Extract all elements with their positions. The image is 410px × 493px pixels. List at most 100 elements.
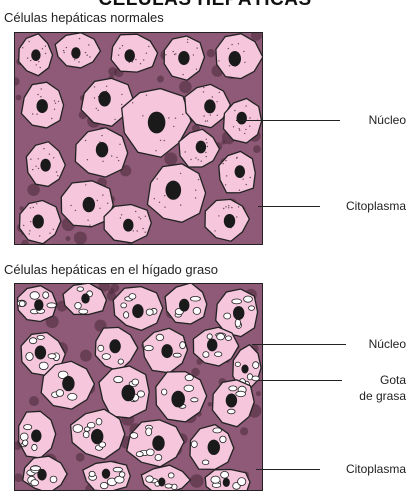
cytoplasm-granule bbox=[164, 207, 165, 208]
cell-nucleus bbox=[204, 99, 215, 113]
cytoplasm-granule bbox=[135, 59, 136, 60]
cytoplasm-granule bbox=[180, 204, 181, 205]
fat-droplet bbox=[47, 303, 56, 308]
cytoplasm-granule bbox=[238, 206, 239, 207]
cell-nucleus bbox=[122, 385, 136, 402]
nucleus-label-normal: Núcleo bbox=[369, 113, 406, 127]
cytoplasm-granule bbox=[196, 69, 197, 70]
fat-droplet bbox=[235, 319, 240, 327]
cytoplasm-granule bbox=[197, 47, 198, 48]
cytoplasm-granule bbox=[85, 52, 86, 53]
cytoplasm-granule bbox=[233, 126, 234, 127]
cytoplasm-granule bbox=[38, 158, 39, 159]
fat-droplet bbox=[226, 336, 232, 341]
cytoplasm-granule bbox=[225, 184, 226, 185]
cell-nucleus bbox=[109, 339, 120, 353]
cytoplasm-granule bbox=[94, 97, 95, 98]
cytoplasm-granule bbox=[116, 157, 117, 158]
cell-nucleus bbox=[223, 478, 230, 487]
fat-droplet bbox=[235, 362, 240, 366]
cell-nucleus bbox=[33, 215, 44, 229]
cytoplasm-granule bbox=[87, 159, 88, 160]
fat-droplet bbox=[146, 309, 153, 315]
cell-nucleus bbox=[81, 293, 89, 303]
cytoplasm-granule bbox=[49, 154, 50, 155]
cytoplasm-granule bbox=[201, 161, 202, 162]
cell-nucleus bbox=[40, 159, 50, 172]
cytoplasm-granule bbox=[243, 179, 244, 180]
cytoplasm-granule bbox=[140, 218, 141, 219]
matrix-shade bbox=[27, 184, 39, 196]
fat-droplet bbox=[96, 418, 102, 425]
matrix-shade bbox=[157, 76, 164, 83]
fat-droplet bbox=[119, 472, 125, 477]
cytoplasm-granule bbox=[53, 157, 54, 158]
normal-cells-drawing bbox=[15, 33, 262, 244]
fat-droplet bbox=[31, 480, 39, 486]
fat-droplet bbox=[168, 473, 174, 478]
cytoplasm-granule bbox=[207, 120, 208, 121]
cytoplasm-granule bbox=[63, 50, 64, 51]
fat-droplet bbox=[193, 307, 201, 314]
cytoplasm-granule bbox=[66, 47, 67, 48]
fat-droplet bbox=[84, 427, 90, 431]
cytoplasm-granule bbox=[223, 163, 224, 164]
cytoplasm-granule bbox=[87, 55, 88, 56]
fat-droplet bbox=[130, 433, 138, 439]
cytoplasm-granule bbox=[249, 117, 250, 118]
cytoplasm-granule bbox=[190, 159, 191, 160]
matrix-shade bbox=[208, 402, 213, 407]
cytoplasm-granule bbox=[94, 86, 95, 87]
cytoplasm-granule bbox=[39, 235, 40, 236]
cytoplasm-granule bbox=[111, 155, 112, 156]
cytoplasm-granule bbox=[164, 195, 165, 196]
cytoplasm-granule bbox=[164, 140, 165, 141]
cytoplasm-granule bbox=[244, 133, 245, 134]
cytoplasm-granule bbox=[228, 48, 229, 49]
cytoplasm-granule bbox=[36, 114, 37, 115]
fat-droplet bbox=[232, 299, 242, 304]
cytoplasm-granule bbox=[203, 115, 204, 116]
cytoplasm-granule bbox=[146, 95, 147, 96]
cytoplasm-granule bbox=[22, 47, 23, 48]
cytoplasm-granule bbox=[195, 157, 196, 158]
cell-nucleus bbox=[233, 306, 244, 320]
cell-nucleus bbox=[34, 299, 43, 311]
cytoplasm-granule bbox=[96, 108, 97, 109]
matrix-shade bbox=[179, 81, 192, 94]
cytoplasm-granule bbox=[216, 101, 217, 102]
cytoplasm-granule bbox=[225, 206, 226, 207]
cell-nucleus bbox=[125, 49, 135, 62]
cytoplasm-granule bbox=[32, 169, 33, 170]
cytoplasm-granule bbox=[218, 215, 219, 216]
cytoplasm-granule bbox=[118, 160, 119, 161]
cytoplasm-granule bbox=[238, 43, 239, 44]
fat-droplet bbox=[32, 444, 37, 450]
cytoplasm-granule bbox=[36, 203, 37, 204]
cytoplasm-granule bbox=[49, 233, 50, 234]
cytoplasm-granule bbox=[29, 233, 30, 234]
fat-droplet bbox=[229, 386, 237, 391]
cytoplasm-granule bbox=[155, 150, 156, 151]
fat-droplet bbox=[83, 431, 89, 437]
fat-droplet bbox=[89, 471, 95, 476]
nucleus-leader-line-normal bbox=[236, 120, 340, 121]
matrix-shade bbox=[256, 391, 261, 396]
cell-nucleus bbox=[226, 394, 237, 408]
fat-droplet bbox=[211, 476, 220, 483]
cytoplasm-granule bbox=[43, 148, 44, 149]
cytoplasm-granule bbox=[30, 60, 31, 61]
cell-nucleus bbox=[123, 219, 133, 232]
cytoplasm-granule bbox=[142, 228, 143, 229]
cytoplasm-granule bbox=[78, 61, 79, 62]
cytoplasm-granule bbox=[89, 225, 90, 226]
cytoplasm-granule bbox=[160, 140, 161, 141]
matrix-shade bbox=[221, 140, 225, 144]
cytoplasm-granule bbox=[51, 118, 52, 119]
cytoplasm-granule bbox=[37, 94, 38, 95]
fat-droplet bbox=[29, 338, 36, 344]
cytoplasm-granule bbox=[138, 217, 139, 218]
cytoplasm-granule bbox=[175, 53, 176, 54]
fat-droplet bbox=[238, 478, 246, 486]
cytoplasm-granule bbox=[234, 110, 235, 111]
